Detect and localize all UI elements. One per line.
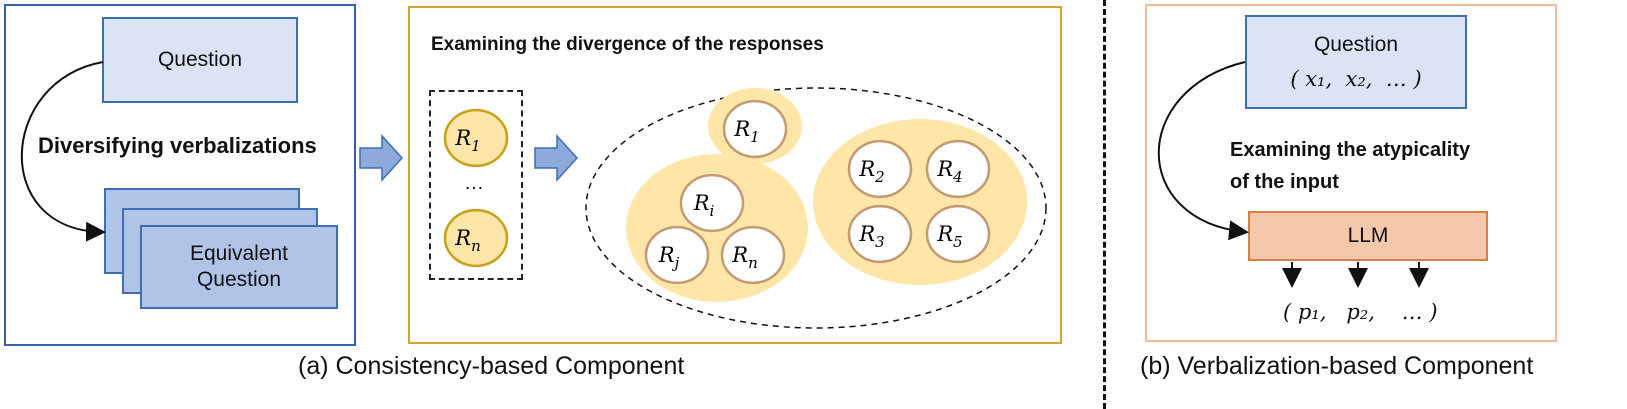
panel-separator	[1103, 0, 1106, 409]
atypicality-arrow	[1157, 61, 1249, 241]
divergence-panel	[408, 6, 1062, 344]
question-box: Question	[102, 17, 298, 103]
cluster-2-response-i-label: Ri	[693, 191, 715, 220]
atypicality-label: Examining the atypicality of the input	[1230, 134, 1470, 198]
consistency-panel	[4, 4, 356, 346]
block-arrow-list-to-clusters	[534, 134, 579, 182]
caption-b: (b) Verbalization-based Component	[1140, 352, 1534, 380]
responses-list-box	[429, 90, 523, 280]
cluster-3-response-4: R4	[925, 139, 991, 199]
block-arrow-a-to-b	[359, 134, 404, 182]
outputs-label: ( p₁, p₂, … )	[1283, 300, 1438, 324]
cluster-3-response-3: R3	[847, 204, 913, 264]
clusters-ellipse	[585, 87, 1047, 329]
cluster-2-response-i: Ri	[679, 173, 745, 233]
divergence-title: Examining the divergence of the response…	[431, 34, 824, 55]
inputs-label: ( x₁, x₂, … )	[1290, 67, 1422, 91]
cluster-2-response-n: Rn	[720, 225, 786, 285]
responses-ellipsis: …	[464, 172, 484, 194]
atypicality-line-2: of the input	[1230, 171, 1339, 193]
cluster-3-response-5: R5	[925, 204, 991, 264]
llm-box: LLM	[1248, 211, 1488, 261]
llm-label: LLM	[1347, 224, 1389, 247]
equivalent-question-front: Equivalent Question	[140, 225, 338, 309]
question-label: Question	[157, 48, 243, 71]
cluster-2-response-j: Rj	[644, 225, 710, 285]
diversify-arrow	[20, 61, 106, 242]
atypicality-line-1: Examining the atypicality	[1230, 139, 1471, 161]
question-label-b: Question	[1313, 33, 1399, 56]
cluster-3-response-2: R2	[847, 139, 913, 199]
verbalization-panel	[1145, 4, 1557, 342]
question-box-b: Question ( x₁, x₂, … )	[1245, 15, 1467, 109]
cluster-2-response-j-label: Rj	[658, 243, 680, 272]
equivalent-question-label: Equivalent Question	[189, 241, 289, 291]
cluster-3	[813, 119, 1027, 285]
diversify-label: Diversifying verbalizations	[38, 133, 317, 158]
cluster-1-response-1: R1	[722, 99, 788, 159]
caption-a: (a) Consistency-based Component	[298, 352, 685, 380]
list-response-n: Rn	[443, 208, 509, 268]
list-response-1: R1	[443, 108, 509, 168]
